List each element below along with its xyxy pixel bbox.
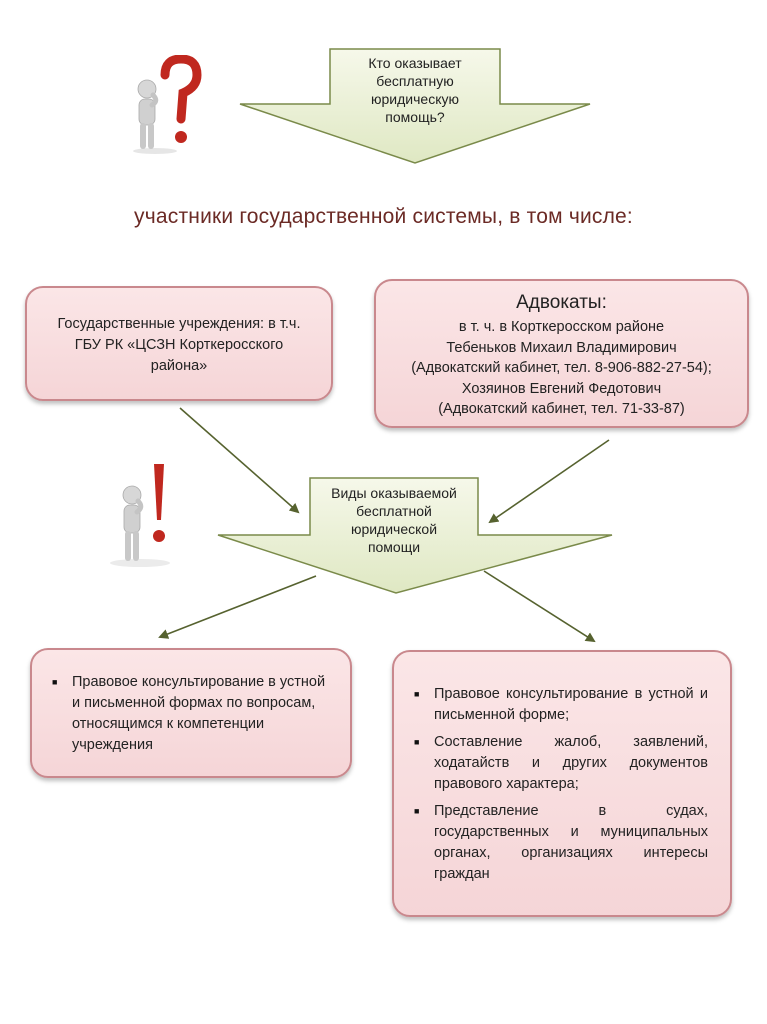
state-institutions-line-3: района» <box>150 358 208 374</box>
lawyers-box: Адвокаты: в т. ч. в Корткеросском районе… <box>374 279 749 428</box>
state-institutions-line-2: ГБУ РК «ЦСЗН Корткеросского <box>74 337 284 353</box>
lawyers-line-1: в т. ч. в Корткеросском районе <box>458 319 665 335</box>
lawyers-title: Адвокаты: <box>516 292 607 313</box>
lawyer-services-list: Правовое консультирование в устной и пис… <box>404 684 708 885</box>
institution-services-box: Правовое консультирование в устной и пис… <box>30 648 352 778</box>
lawyer-services-box: Правовое консультирование в устной и пис… <box>392 650 732 917</box>
lawyers-line-3: (Адвокатский кабинет, тел. 8-906-882-27-… <box>411 360 712 376</box>
lawyers-line-4: Хозяинов Евгений Федотович <box>461 380 662 397</box>
institution-service-item: Правовое консультирование в устной и пис… <box>42 672 330 756</box>
connector-middle-to-bottom-right <box>483 570 596 643</box>
top-arrow-label: Кто оказывает бесплатную юридическую пом… <box>368 55 462 125</box>
lawyers-line-2: Тебеньков Михаил Владимирович <box>446 339 677 356</box>
connector-middle-to-bottom-left <box>158 575 317 639</box>
subtitle: участники государственной системы, в том… <box>134 205 633 228</box>
state-institutions-box: Государственные учреждения: в т.ч. ГБУ Р… <box>25 286 333 401</box>
thinking-figure-exclamation-icon <box>110 464 170 567</box>
thinking-figure-question-icon <box>133 55 202 154</box>
lawyer-service-item-3: Представление в судах, государственных и… <box>404 801 708 885</box>
connector-left-to-middle <box>179 407 300 514</box>
state-institutions-line-1: Государственные учреждения: в т.ч. <box>57 316 301 332</box>
middle-arrow-label: Виды оказываемой бесплатной юридической … <box>331 485 457 555</box>
lawyer-service-item-2: Составление жалоб, заявлений, ходатайств… <box>404 732 708 795</box>
lawyer-service-item-1: Правовое консультирование в устной и пис… <box>404 684 708 726</box>
institution-services-list: Правовое консультирование в устной и пис… <box>42 672 330 756</box>
lawyers-line-5: (Адвокатский кабинет, тел. 71-33-87) <box>438 401 685 417</box>
connector-right-to-middle <box>488 439 610 524</box>
